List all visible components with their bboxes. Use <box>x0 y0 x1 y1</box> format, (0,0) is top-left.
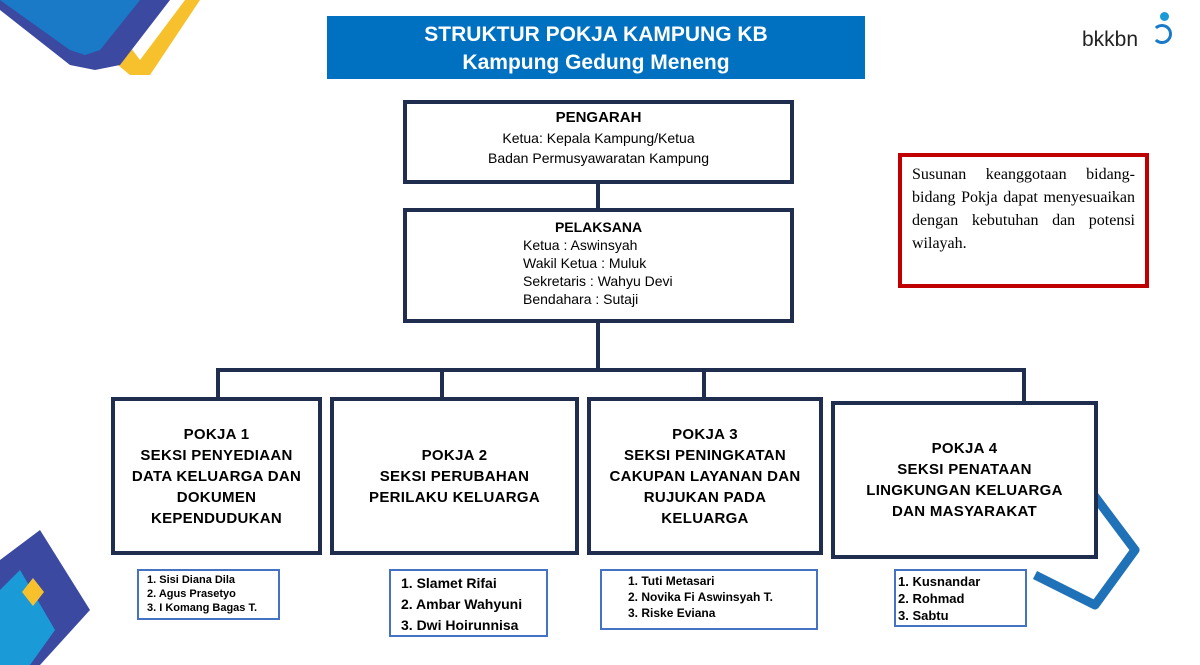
connector <box>702 368 706 398</box>
connector <box>1022 368 1026 402</box>
pokja-2-members: 1. Slamet Rifai 2. Ambar Wahyuni 3. Dwi … <box>389 569 548 637</box>
pokja-title: POKJA 3 <box>672 425 738 443</box>
pokja-title: POKJA 2 <box>421 446 488 464</box>
title-line-2: Kampung Gedung Meneng <box>462 51 730 74</box>
pokja-1-box: POKJA 1 SEKSI PENYEDIAAN DATA KELUARGA D… <box>111 397 322 555</box>
member: 2. Novika Fi Aswinsyah T. <box>628 590 773 604</box>
pokja-line: RUJUKAN PADA <box>643 488 767 506</box>
pokja-line: CAKUPAN LAYANAN DAN <box>609 467 801 485</box>
pokja-title: POKJA 1 <box>183 425 250 443</box>
pokja-line: SEKSI PENYEDIAAN <box>140 446 293 464</box>
corner-decoration-bottom <box>0 530 90 665</box>
pokja-line: SEKSI PERUBAHAN <box>379 467 530 485</box>
pokja-line: LINGKUNGAN KELUARGA <box>866 482 1063 499</box>
connector <box>596 322 600 372</box>
note-box: Susunan keanggotaan bidang-bidang Pokja … <box>898 153 1149 288</box>
member: 1. Kusnandar <box>898 574 981 589</box>
pokja-line: SEKSI PENATAAN <box>897 461 1032 478</box>
pokja-title: POKJA 4 <box>931 440 998 457</box>
pelaksana-bendahara: Bendahara : Sutaji <box>523 291 639 307</box>
pengarah-heading: PENGARAH <box>555 109 642 126</box>
pokja-3-box: POKJA 3 SEKSI PENINGKATAN CAKUPAN LAYANA… <box>587 397 823 555</box>
pengarah-box: PENGARAH Ketua: Kepala Kampung/Ketua Bad… <box>403 100 794 184</box>
pelaksana-heading: PELAKSANA <box>554 219 643 235</box>
pengarah-line: Badan Permusyawaratan Kampung <box>487 150 710 166</box>
member: 3. I Komang Bagas T. <box>147 602 258 614</box>
bkkbn-logo: bkkbn <box>1082 12 1182 52</box>
member: 1. Slamet Rifai <box>401 575 497 591</box>
pengarah-line: Ketua: Kepala Kampung/Ketua <box>502 130 695 146</box>
title-line-1: STRUKTUR POKJA KAMPUNG KB <box>424 23 768 46</box>
pokja-3-members: 1. Tuti Metasari 2. Novika Fi Aswinsyah … <box>600 569 818 630</box>
pelaksana-ketua: Ketua : Aswinsyah <box>523 237 638 253</box>
member: 2. Ambar Wahyuni <box>401 596 523 612</box>
connector <box>216 368 1026 372</box>
corner-decoration-top <box>0 0 200 75</box>
pokja-line: KEPENDUDUKAN <box>150 509 283 527</box>
member: 2. Rohmad <box>898 591 965 606</box>
page-title: STRUKTUR POKJA KAMPUNG KB Kampung Gedung… <box>327 16 865 79</box>
member: 1. Sisi Diana Dila <box>147 574 236 586</box>
member: 3. Sabtu <box>898 608 949 623</box>
pokja-line: DATA KELUARGA DAN <box>131 467 302 485</box>
diamond-decoration <box>1032 487 1140 610</box>
pelaksana-sekretaris: Sekretaris : Wahyu Devi <box>523 273 673 289</box>
pokja-line: KELUARGA <box>661 509 749 527</box>
pokja-line: SEKSI PENINGKATAN <box>623 446 787 464</box>
pokja-2-box: POKJA 2 SEKSI PERUBAHAN PERILAKU KELUARG… <box>330 397 579 555</box>
pokja-1-members: 1. Sisi Diana Dila 2. Agus Prasetyo 3. I… <box>137 569 280 620</box>
member: 3. Dwi Hoirunnisa <box>401 617 519 633</box>
connector <box>440 368 444 398</box>
pokja-line: DAN MASYARAKAT <box>891 503 1038 520</box>
pokja-line: DOKUMEN <box>176 488 257 506</box>
member: 1. Tuti Metasari <box>628 574 715 588</box>
connector <box>216 368 220 398</box>
pokja-4-box: POKJA 4 SEKSI PENATAAN LINGKUNGAN KELUAR… <box>831 401 1098 559</box>
member: 3. Riske Eviana <box>628 606 716 620</box>
connector <box>596 183 600 209</box>
pokja-4-members: 1. Kusnandar 2. Rohmad 3. Sabtu <box>894 569 1027 627</box>
pelaksana-box: PELAKSANA Ketua : Aswinsyah Wakil Ketua … <box>403 208 794 323</box>
member: 2. Agus Prasetyo <box>147 588 236 600</box>
pokja-line: PERILAKU KELUARGA <box>369 488 540 506</box>
pelaksana-wakil: Wakil Ketua : Muluk <box>523 255 647 271</box>
